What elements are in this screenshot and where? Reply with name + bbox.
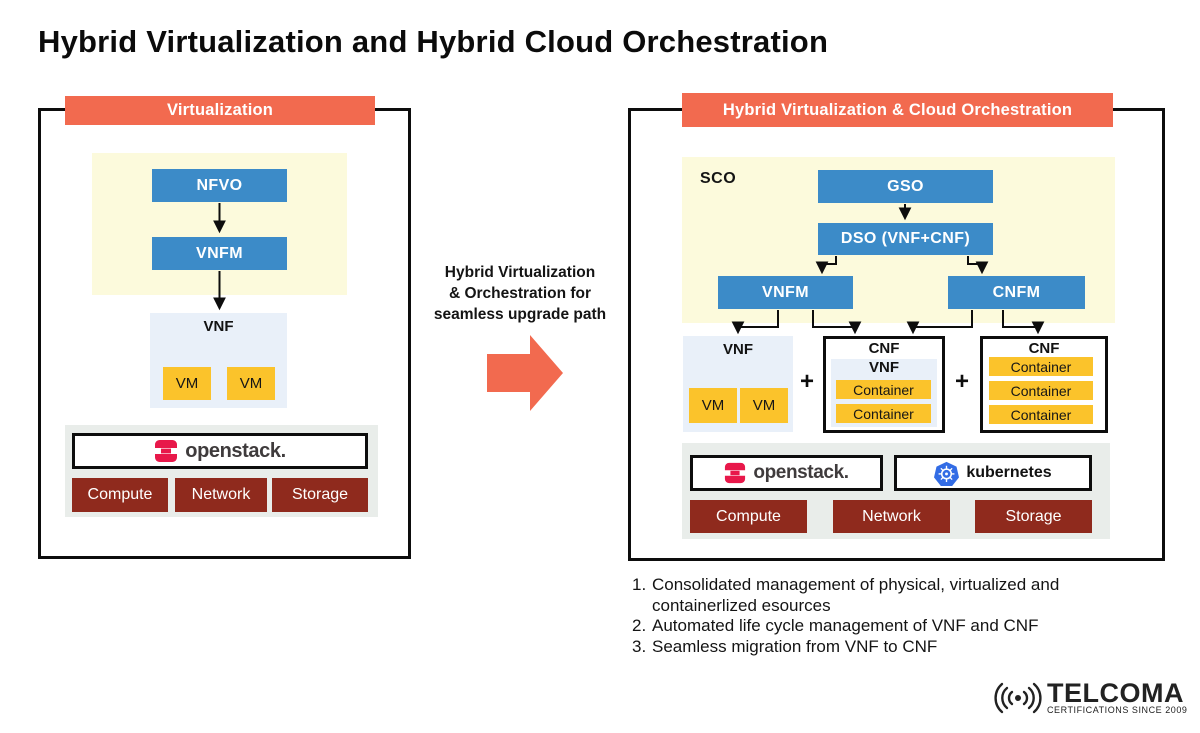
note-text: Seamless migration from VNF to CNF (652, 636, 938, 656)
notes-list: 1. Consolidated management of physical, … (632, 575, 1077, 657)
vnf-label-right: VNF (723, 341, 753, 358)
resource-compute-right: Compute (690, 500, 807, 533)
caption-line: seamless upgrade path (433, 306, 607, 323)
brand-tagline: CERTIFICATIONS SINCE 2009 (1047, 705, 1188, 715)
note-item: 3. Seamless migration from VNF to CNF (632, 637, 1077, 658)
radio-waves-icon (993, 678, 1043, 718)
resource-storage-right: Storage (975, 500, 1092, 533)
plus-sign: + (955, 368, 970, 395)
cnf-mid-inner: VNF Container Container (831, 359, 937, 427)
vnf-group-left: VNF VM VM (150, 313, 287, 408)
cnf-label-mid: CNF (868, 340, 900, 357)
cnfm-box: CNFM (948, 276, 1085, 309)
dso-box: DSO (VNF+CNF) (818, 223, 993, 255)
cnf-box-mid: CNF VNF Container Container (823, 336, 945, 433)
transition-caption: Hybrid Virtualization & Orchestration fo… (413, 262, 627, 325)
note-number: 3. (632, 636, 647, 656)
container-chip: Container (989, 405, 1093, 424)
container-chip: Container (989, 381, 1093, 400)
cnf-box-right: CNF Container Container Container (980, 336, 1108, 433)
note-item: 2. Automated life cycle management of VN… (632, 616, 1077, 637)
plus-sign: + (800, 368, 815, 395)
note-item: 1. Consolidated management of physical, … (632, 575, 1077, 616)
vnf-group-right: VNF VM VM (683, 336, 793, 432)
note-number: 2. (632, 616, 647, 635)
openstack-icon (724, 462, 747, 484)
hybrid-panel-header: Hybrid Virtualization & Cloud Orchestrat… (682, 93, 1113, 127)
note-number: 1. (632, 575, 647, 594)
openstack-wordmark: openstack. (753, 462, 849, 483)
openstack-icon (154, 439, 179, 463)
resource-network-right: Network (833, 500, 950, 533)
kubernetes-box: kubernetes (894, 455, 1092, 491)
container-chip: Container (836, 380, 931, 399)
resource-network-left: Network (175, 478, 267, 512)
transition-arrow (487, 335, 563, 411)
container-chip: Container (989, 357, 1093, 376)
vm-box: VM (227, 367, 275, 400)
note-text: Consolidated management of physical, vir… (652, 575, 1060, 615)
openstack-box-left: openstack. (72, 433, 368, 469)
openstack-wordmark: openstack. (185, 439, 286, 462)
caption-line: Hybrid Virtualization (444, 264, 596, 281)
note-text: Automated life cycle management of VNF a… (652, 616, 1039, 635)
vnfm-box-left: VNFM (152, 237, 287, 270)
resource-compute-left: Compute (72, 478, 168, 512)
virtualization-panel-header: Virtualization (65, 96, 375, 125)
container-chip: Container (836, 404, 931, 423)
vm-box: VM (740, 388, 788, 423)
vm-box: VM (689, 388, 737, 423)
vnf-label-left: VNF (203, 318, 234, 335)
vm-box: VM (163, 367, 211, 400)
caption-line: & Orchestration for (448, 285, 592, 302)
telcoma-logo: TELCOMA CERTIFICATIONS SINCE 2009 (993, 678, 1187, 718)
page-title: Hybrid Virtualization and Hybrid Cloud O… (38, 24, 829, 59)
cnf-mid-vnf-label: VNF (869, 359, 899, 376)
kubernetes-wordmark: kubernetes (966, 464, 1052, 481)
nfvo-box: NFVO (152, 169, 287, 202)
vnfm-box-right: VNFM (718, 276, 853, 309)
brand-name: TELCOMA (1047, 678, 1184, 708)
brand-text: TELCOMA CERTIFICATIONS SINCE 2009 (1047, 678, 1188, 716)
gso-box: GSO (818, 170, 993, 203)
cnf-label-right: CNF (1028, 340, 1060, 357)
resource-storage-left: Storage (272, 478, 368, 512)
kubernetes-icon (934, 461, 960, 486)
sco-label: SCO (700, 170, 737, 187)
openstack-box-right: openstack. (690, 455, 883, 491)
